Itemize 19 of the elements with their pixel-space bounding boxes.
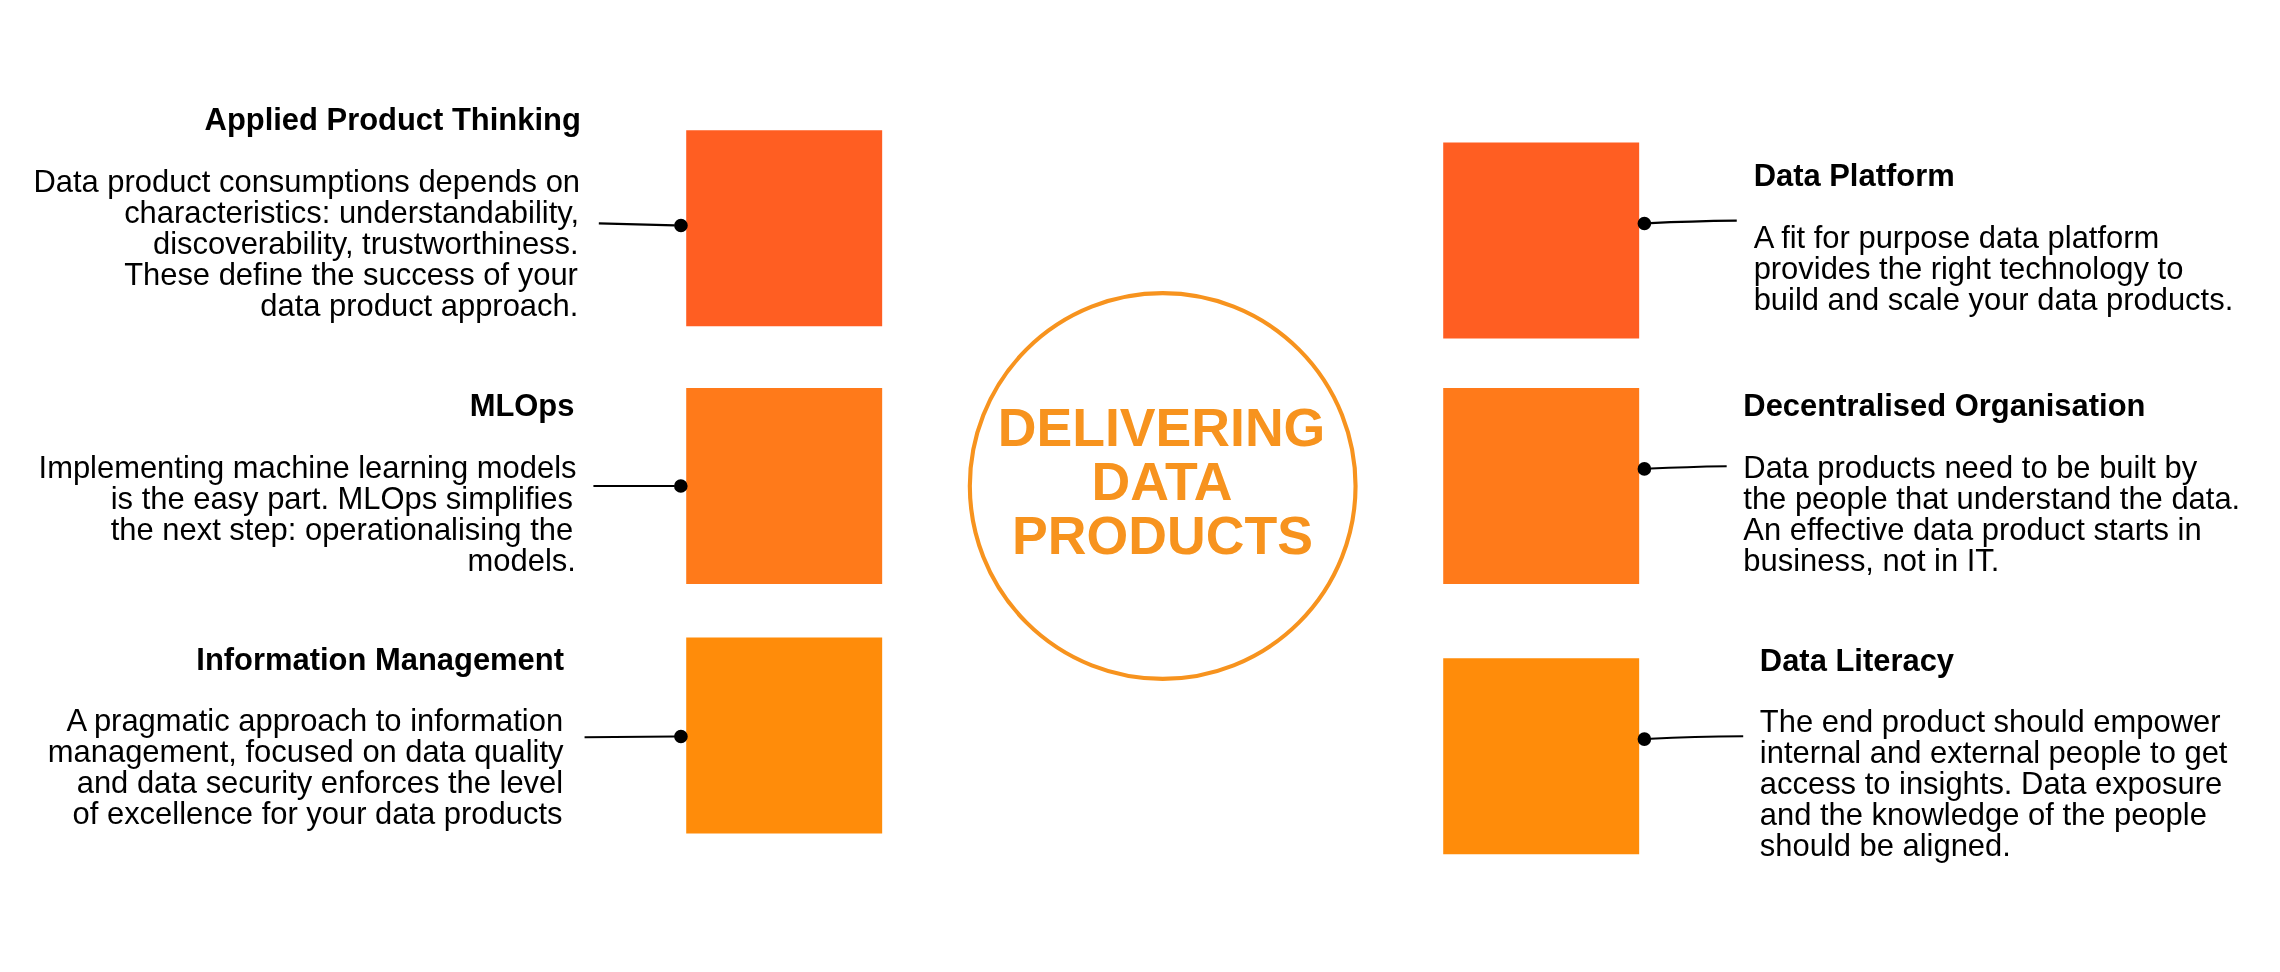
node-text: Applied Product Thinking Data product consumptions depends on characteristics: understandability, discoverability, trustworthiness. These define the success of your data product approach. <box>33 102 581 323</box>
node-circle: DELIVERING DATA PRODUCTS <box>967 291 1358 681</box>
connector <box>1637 462 1727 476</box>
node-box <box>686 637 883 834</box>
node-text: Data Literacy The end product should empower internal and external people to get access to insights. Data exposure and the knowledge of the people should be aligned. <box>1759 642 2228 864</box>
node-text: Decentralised Organisation Data products need to be built by the people that understand the data. An effective data product starts in business, not in IT. <box>1743 387 2241 578</box>
connector <box>584 729 688 744</box>
node-box <box>1443 142 1640 339</box>
node-box <box>1443 388 1640 584</box>
node-text: MLOps Implementing machine learning models is the easy part. MLOps simplifies the next step: operationalising the models. <box>38 387 577 578</box>
connector <box>593 479 688 493</box>
node-text: Data Platform A fit for purpose data platform provides the right technology to build and scale your data products. <box>1753 157 2234 317</box>
connector <box>598 218 688 233</box>
node-box <box>686 130 883 327</box>
connector <box>1637 732 1744 746</box>
node-text: Information Management A pragmatic approach to information management, focused on data quality and data security enforces the level of excellence for your data products <box>47 641 564 832</box>
node-box <box>686 388 883 584</box>
connector <box>1637 216 1737 231</box>
node-box <box>1443 658 1640 855</box>
